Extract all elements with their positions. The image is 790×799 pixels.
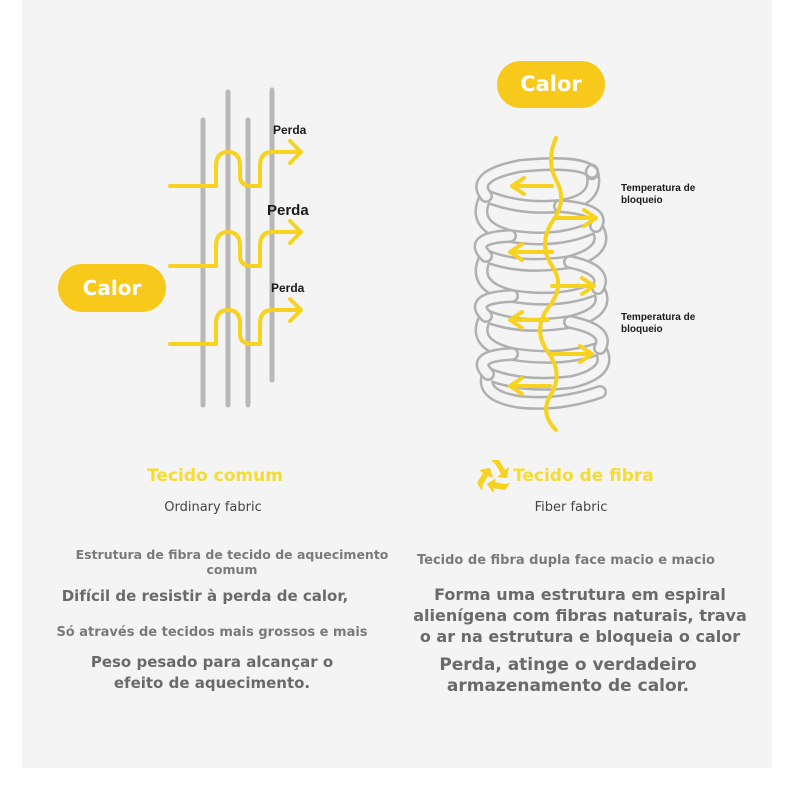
loss-label: Perda [271, 281, 305, 295]
spiral-coil [473, 157, 611, 410]
ordinary-desc-4: Peso pesado para alcançar o efeito de aq… [90, 653, 334, 692]
ordinary-desc-3: Só através de tecidos mais grossos e mai… [56, 625, 368, 640]
heat-loss-arrow [168, 308, 302, 346]
ordinary-desc-1: Estrutura de fibra de tecido de aquecime… [75, 547, 389, 577]
fiber-desc-3: Perda, atinge o verdadeiro armazenamento… [439, 655, 697, 696]
block-temperature-label: Temperatura de bloqueio [621, 312, 698, 335]
heat-pill-right: Calor [497, 61, 605, 108]
block-temperature-label-line: bloqueio [621, 195, 663, 206]
fiber-desc-2: Forma uma estrutura em espiral alienígen… [413, 585, 747, 646]
arrow-head [288, 139, 303, 165]
arrow-head [288, 297, 303, 323]
arrow-head [288, 219, 303, 245]
ordinary-fabric-title: Tecido comum [147, 466, 283, 486]
heat-loss-arrows [168, 139, 303, 346]
fiber-fabric-title: Tecido de fibra [513, 466, 654, 486]
recycle-icon [477, 460, 511, 494]
loss-label: Perda [267, 202, 309, 219]
block-temperature-label: Temperatura de bloqueio [621, 183, 698, 206]
background-panel [22, 0, 772, 768]
heat-loss-arrow [168, 230, 302, 268]
heat-loss-arrow [168, 150, 302, 188]
block-temperature-label-line: Temperatura de [621, 183, 696, 194]
block-temperature-label-line: Temperatura de [621, 312, 696, 323]
coil-end [584, 163, 600, 181]
loss-label: Perda [273, 123, 307, 137]
fiber-strands [200, 87, 275, 408]
fiber-desc-1: Tecido de fibra dupla face macio e macio [417, 553, 715, 568]
ordinary-desc-2: Difícil de resistir à perda de calor, [61, 587, 349, 605]
heat-pill-left: Calor [58, 264, 166, 312]
block-temperature-label-line: bloqueio [621, 324, 663, 335]
heat-block-arrows [508, 136, 598, 432]
fiber-fabric-subtitle: Fiber fabric [534, 500, 608, 515]
ordinary-fabric-subtitle: Ordinary fabric [164, 500, 262, 515]
